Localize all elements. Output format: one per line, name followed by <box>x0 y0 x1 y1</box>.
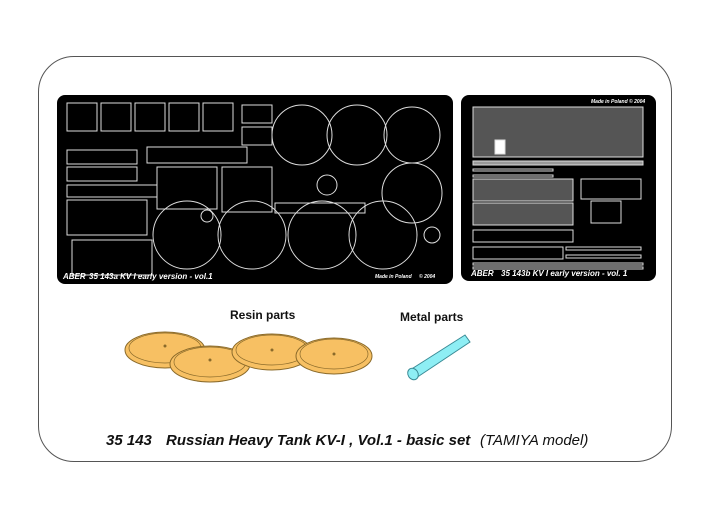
metal-rod <box>407 334 471 381</box>
photo-etch-fret-a: ABER 35 143a KV I early version - vol.1 … <box>57 95 453 284</box>
fret-a-origin: Made in Poland <box>375 274 412 280</box>
fret-a-boxes <box>66 102 273 146</box>
product-frame <box>38 56 672 462</box>
photo-etch-fret-b: Made in Poland © 2004 ABER 35 143b KV I … <box>461 95 656 281</box>
parts-illustration <box>124 331 471 383</box>
fret-a-brand: ABER <box>63 272 86 281</box>
resin-parts-heading: Resin parts <box>230 308 296 322</box>
fret-b-origin: Made in Poland <box>591 99 628 105</box>
fret-a-copyright: © 2004 <box>419 274 436 280</box>
fret-b-label: 35 143b KV I early version - vol. 1 <box>501 269 628 278</box>
model-compatibility: (TAMIYA model) <box>480 432 589 449</box>
resin-wheel <box>295 337 373 375</box>
fret-a-parts <box>66 102 443 276</box>
product-name: Russian Heavy Tank KV-I , Vol.1 - basic … <box>166 432 471 449</box>
product-code: 35 143 <box>106 432 152 449</box>
resin-wheel <box>231 333 313 371</box>
fret-b-copyright: © 2004 <box>629 99 646 105</box>
metal-parts-heading: Metal parts <box>400 310 464 324</box>
fret-b-parts <box>472 106 644 270</box>
fret-b-brand: ABER <box>471 269 494 278</box>
fret-a-label: 35 143a KV I early version - vol.1 <box>89 272 213 281</box>
fret-a-circles <box>152 104 443 270</box>
